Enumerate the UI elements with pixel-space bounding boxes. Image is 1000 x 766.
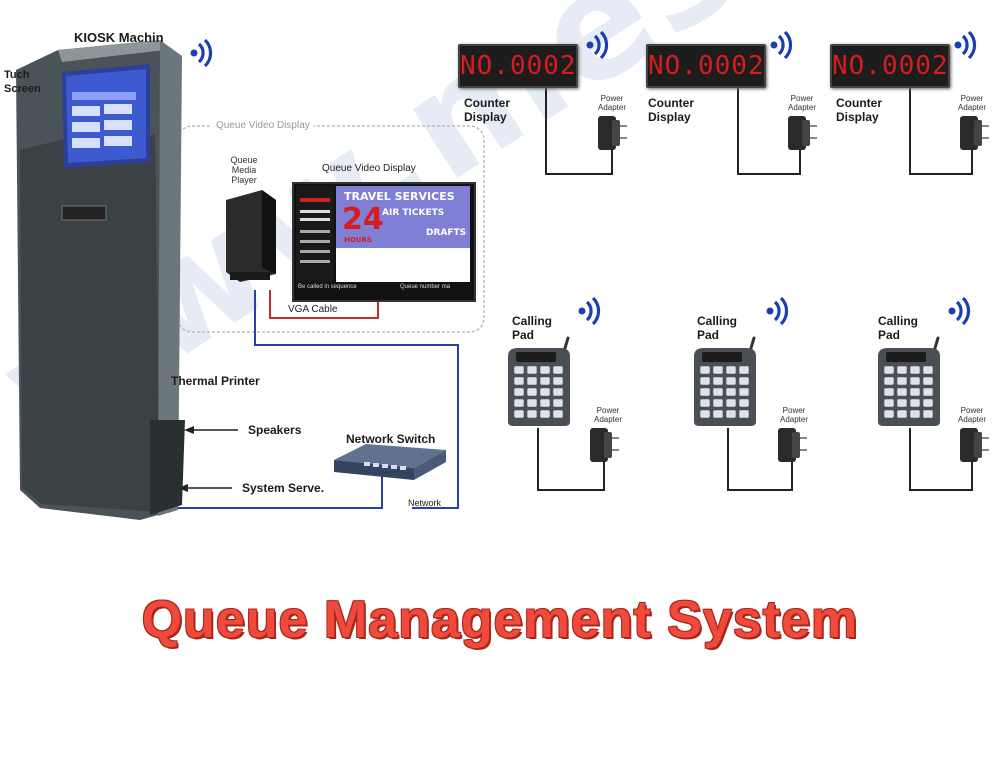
pad-power-adapter-label-3: Power Adapter [957,406,987,424]
wifi-icon [586,30,609,60]
advert-line-2: AIR TICKETS [382,208,445,218]
counter-wire-3 [909,72,973,175]
power-adapter-label: Power Adapter [957,94,987,112]
vga-cable [269,290,379,319]
kiosk-machine [16,40,185,520]
advert-big-number: 24 [342,202,384,237]
advert-big-sub: HOURS [344,236,372,244]
advert-line-1: TRAVEL SERVICES [344,190,455,203]
calling-pad-device [508,336,570,426]
pad-wire-3 [909,428,973,491]
network-label: Network [408,498,442,508]
counter-display-label: Counter Display [836,96,882,124]
pad-wire-1 [537,428,605,491]
power-adapter-icon [590,428,619,462]
video-frame-title: Queue Video Display [212,120,314,131]
video-display-label: Queue Video Display [322,163,416,174]
led-number: NO.0002 [648,51,765,81]
network-cable-player [254,290,459,509]
calling-pad-label-3: Calling Pad [878,314,919,342]
touch-screen-label: Tuch Screen [4,69,41,95]
power-adapter-icon [788,116,817,150]
queue-number-panel [296,186,334,282]
counter-display-label: Counter Display [648,96,694,124]
power-adapter-icon [960,116,989,150]
screen-footer-left: Be called in sequence [298,284,357,290]
media-player-label: Queue Media Player [230,155,258,185]
wifi-icon [954,30,977,60]
wifi-icon [948,296,971,326]
system-server-label: System Serve. [242,481,325,495]
led-number: NO.0002 [460,51,577,81]
power-adapter-label: Power Adapter [597,94,627,112]
led-counter-screen: NO.0002 [458,44,578,88]
speakers-label: Speakers [248,423,302,437]
power-adapter-icon [778,428,807,462]
network-switch-label: Network Switch [346,432,436,446]
calling-pad-device [878,336,940,426]
calling-pad-label-2: Calling Pad [697,314,738,342]
media-player-box [226,190,276,282]
counter-wire-1 [545,72,613,175]
calling-pad-device [694,336,756,426]
counter-display-label: Counter Display [464,96,510,124]
kiosk-title: KIOSK Machin [74,30,164,45]
pad-power-adapter-label-2: Power Adapter [779,406,809,424]
power-adapter-icon [598,116,627,150]
power-adapter-icon [960,428,989,462]
wifi-icon [766,296,789,326]
wifi-icon [578,296,601,326]
screen-footer-right: Queue number ma [400,284,451,290]
vga-cable-label: VGA Cable [288,304,338,315]
thermal-printer-label: Thermal Printer [171,374,260,388]
led-counter-screen: NO.0002 [646,44,766,88]
advert-panel: TRAVEL SERVICES AIR TICKETS DRAFTS 24 HO… [336,186,470,282]
page-title: Queue Management System [141,591,859,649]
pad-wire-2 [727,428,793,491]
advert-line-3: DRAFTS [426,228,467,238]
pad-power-adapter-label-1: Power Adapter [593,406,623,424]
video-display-screen: TRAVEL SERVICES AIR TICKETS DRAFTS 24 HO… [292,182,476,302]
calling-pad-label-1: Calling Pad [512,314,553,342]
network-switch-device [334,444,446,480]
wifi-icon [190,38,213,68]
wifi-icon [770,30,793,60]
power-adapter-label: Power Adapter [787,94,817,112]
led-number: NO.0002 [832,51,949,81]
led-counter-screen: NO.0002 [830,44,950,88]
counter-wire-2 [737,72,801,175]
network-cable-kiosk [165,470,383,509]
